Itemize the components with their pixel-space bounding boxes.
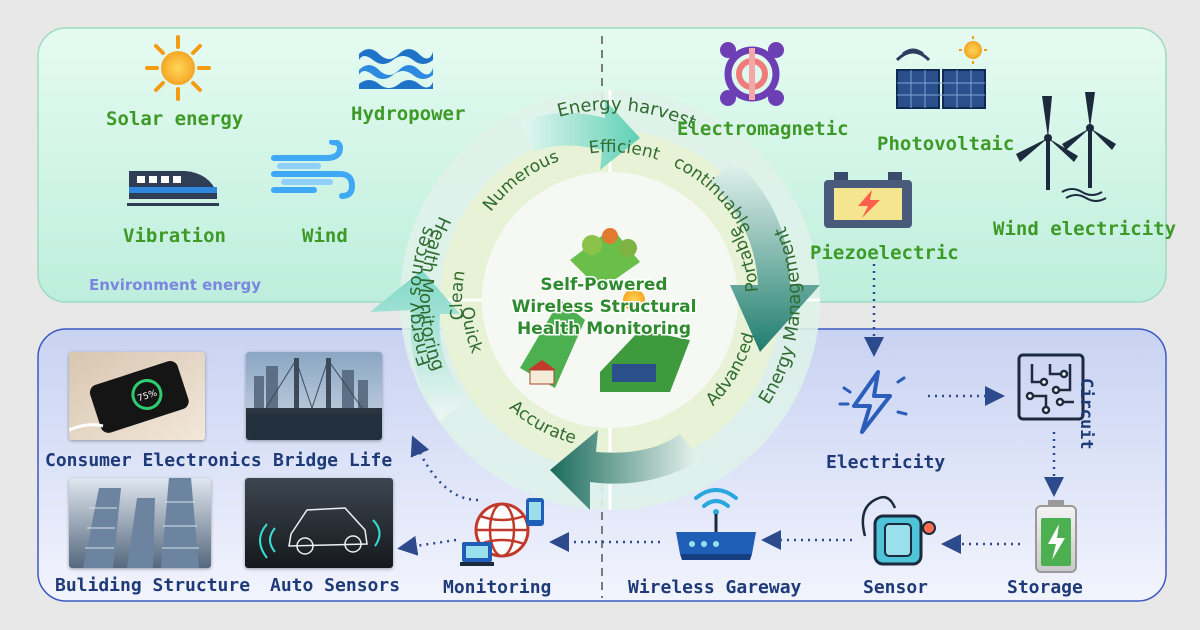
ring-efficient: Efficient xyxy=(580,113,666,187)
cycle-arrow-right xyxy=(710,160,820,352)
ring-numerous: Numerous xyxy=(470,146,569,218)
cycle-arrow-bottom xyxy=(550,430,700,510)
label-solar-energy: Solar energy xyxy=(106,108,244,130)
solar-panel-icon xyxy=(895,36,987,109)
center-title-line3: Health Monitoring xyxy=(517,319,691,339)
label-hydropower: Hydropower xyxy=(351,103,466,125)
label-circuit: Circuit xyxy=(1076,378,1096,450)
label-photovoltaic: Photovoltaic xyxy=(877,133,1015,155)
auto-sensors-photo xyxy=(245,478,393,568)
label-electricity: Electricity xyxy=(826,452,946,473)
label-monitoring: Monitoring xyxy=(443,577,552,598)
center-illustration xyxy=(520,228,690,392)
label-vibration: Vibration xyxy=(123,225,226,247)
center-title-line1: Self-Powered xyxy=(540,275,667,295)
water-waves-icon xyxy=(359,49,433,89)
label-electromagnetic: Electromagnetic xyxy=(677,118,849,140)
lightning-bolt-icon xyxy=(838,370,908,434)
monitoring-globe-icon xyxy=(460,498,544,566)
bridge-photo xyxy=(246,352,382,440)
building-structure-photo xyxy=(69,478,211,568)
center-title-line2: Wireless Structural xyxy=(512,297,697,317)
label-auto-sensors: Auto Sensors xyxy=(270,575,401,596)
label-piezoelectric: Piezoelectric xyxy=(810,242,959,264)
label-storage: Storage xyxy=(1007,577,1083,598)
cycle-arrow-top xyxy=(520,100,640,170)
wind-icon xyxy=(271,140,356,199)
label-wireless-gateway: Wireless Gareway xyxy=(628,577,802,598)
sensor-icon xyxy=(861,495,936,566)
wireless-router-icon xyxy=(676,488,756,560)
label-wind-electricity: Wind electricity xyxy=(993,218,1177,240)
label-consumer-electronics: Consumer Electronics xyxy=(45,450,262,471)
wind-turbine-icon xyxy=(1016,92,1116,202)
label-bridge-life: Bridge Life xyxy=(273,450,393,471)
electromagnetic-coil-icon xyxy=(720,42,784,106)
top-panel-caption: Environment energy xyxy=(89,276,262,294)
cycle-arrow-left xyxy=(370,270,468,420)
consumer-electronics-photo: 75% xyxy=(69,352,205,440)
piezoelectric-battery-icon xyxy=(824,172,912,228)
label-sensor: Sensor xyxy=(863,577,929,598)
circuit-board-icon xyxy=(1017,353,1085,421)
ring-portable: Portable xyxy=(706,218,784,300)
train-icon xyxy=(127,171,219,206)
ring-accurate: Accurate xyxy=(501,394,583,449)
sun-icon xyxy=(145,35,211,101)
battery-storage-icon xyxy=(1035,500,1077,573)
label-wind: Wind xyxy=(302,225,348,247)
label-building-structure: Buliding Structure xyxy=(55,575,251,596)
